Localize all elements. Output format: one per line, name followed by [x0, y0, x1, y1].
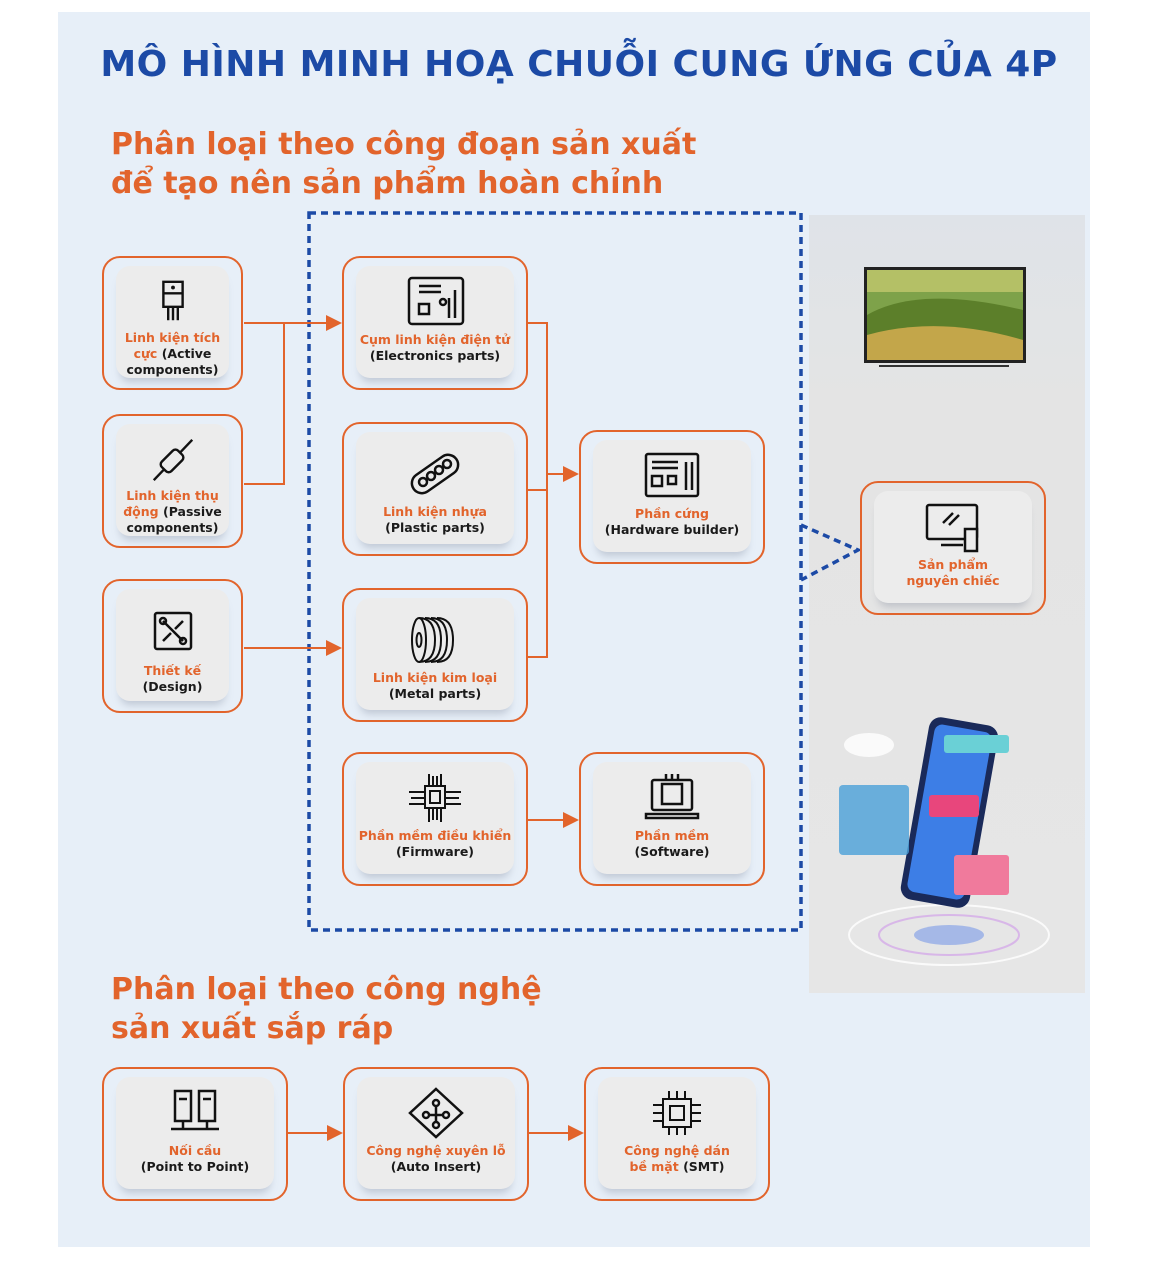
- smt-chip-icon: [653, 1091, 701, 1135]
- label-en: (Firmware): [395, 844, 475, 859]
- label-en: components): [126, 520, 219, 535]
- label-vi: Linh kiện tích: [124, 330, 221, 345]
- circuit-design-icon: [153, 611, 192, 651]
- resistor-icon: [152, 438, 193, 481]
- heading-line: để tạo nên sản phẩm hoàn chỉnh: [111, 166, 664, 201]
- label-en: (Hardware builder): [604, 522, 740, 537]
- motherboard-icon: [644, 452, 700, 498]
- product-illustrations: [839, 267, 1050, 966]
- label-vi: bề mặt: [629, 1159, 679, 1174]
- label-vi: Sản phẩm: [917, 557, 988, 572]
- label-en: (Software): [634, 844, 710, 859]
- node-plastic-parts: Linh kiện nhựa(Plastic parts): [342, 422, 528, 556]
- plastic-part-icon: [410, 453, 460, 495]
- tv-remote-icon: [925, 503, 979, 553]
- tv-image: [864, 267, 1026, 367]
- label-vi: Linh kiện thụ: [126, 488, 219, 503]
- in-house-boundary: [307, 211, 803, 932]
- label-vi: Linh kiện nhựa: [383, 504, 487, 519]
- label-en: (Auto Insert): [390, 1159, 482, 1174]
- label-vi: Nối cầu: [168, 1143, 222, 1158]
- label-en: (Point to Point): [140, 1159, 250, 1174]
- label-en: (Plastic parts): [385, 520, 485, 535]
- transistor-icon: [161, 280, 184, 321]
- label-vi: nguyên chiếc: [906, 573, 1000, 588]
- node-software: Phần mềm(Software): [579, 752, 765, 886]
- label-vi: Linh kiện kim loại: [372, 670, 498, 685]
- section-heading-stages: Phân loại theo công đoạn sản xuất để tạo …: [111, 125, 696, 203]
- section-heading-technology: Phân loại theo công nghệ sản xuất sắp ráp: [111, 970, 542, 1048]
- node-auto-insert: Công nghệ xuyên lỗ(Auto Insert): [343, 1067, 529, 1201]
- label-vi: Phần mềm điều khiển: [358, 828, 512, 843]
- laptop-chip-icon: [644, 774, 700, 820]
- metal-coil-icon: [411, 617, 455, 663]
- label-en: (SMT): [683, 1159, 725, 1174]
- chip-icon: [409, 774, 461, 822]
- label-en: (Metal parts): [388, 686, 482, 701]
- heading-line: Phân loại theo công nghệ: [111, 972, 542, 1007]
- label-en: (Design): [142, 679, 203, 694]
- diamond-circuit-icon: [408, 1087, 464, 1139]
- label-vi: động: [123, 504, 159, 519]
- label-vi: Cụm linh kiện điện tử: [359, 332, 511, 347]
- smartphone-image: [839, 717, 1050, 966]
- label-en: (Active: [161, 346, 212, 361]
- heading-line: Phân loại theo công đoạn sản xuất: [111, 127, 697, 162]
- label-vi: cực: [133, 346, 158, 361]
- node-design: Thiết kế(Design): [102, 579, 243, 713]
- heading-line: sản xuất sắp ráp: [111, 1011, 394, 1046]
- node-hardware-builder: Phần cứng(Hardware builder): [579, 430, 765, 564]
- node-point-to-point: Nối cầu(Point to Point): [102, 1067, 288, 1201]
- label-vi: Công nghệ dán: [624, 1143, 730, 1158]
- label-vi: Phần mềm: [634, 828, 710, 843]
- node-metal-parts: Linh kiện kim loại(Metal parts): [342, 588, 528, 722]
- node-electronics-parts: Cụm linh kiện điện tử(Electronics parts): [342, 256, 528, 390]
- node-firmware: Phần mềm điều khiển(Firmware): [342, 752, 528, 886]
- server-connect-icon: [171, 1089, 219, 1131]
- label-en: components): [126, 362, 219, 377]
- label-en: (Electronics parts): [369, 348, 501, 363]
- page-title: MÔ HÌNH MINH HOẠ CHUỖI CUNG ỨNG CỦA 4P: [100, 44, 1058, 85]
- label-vi: Công nghệ xuyên lỗ: [366, 1143, 506, 1158]
- label-en: (Passive: [162, 504, 222, 519]
- circuit-board-icon: [407, 276, 465, 326]
- label-vi: Thiết kế: [143, 663, 202, 678]
- label-vi: Phần cứng: [635, 506, 709, 521]
